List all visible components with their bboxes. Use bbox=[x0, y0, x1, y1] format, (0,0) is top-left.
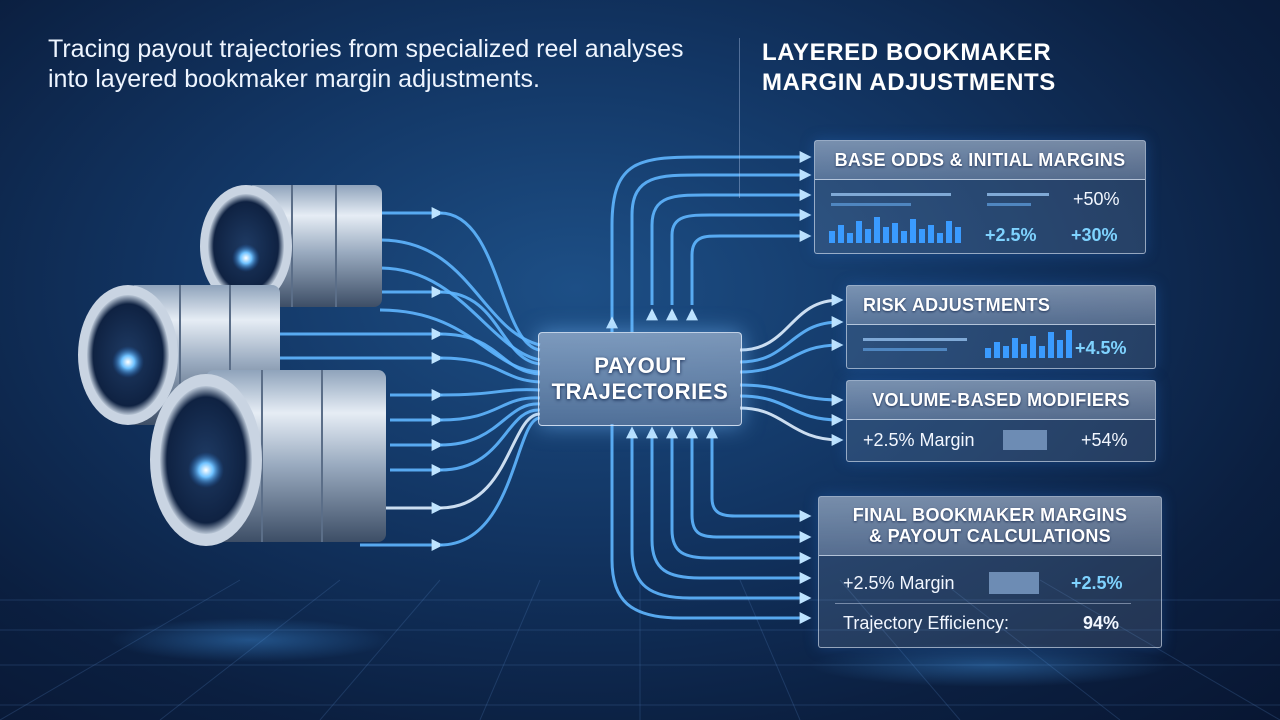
mini-bar-chart-icon bbox=[829, 217, 961, 243]
base-odds-value-right: +30% bbox=[1071, 225, 1118, 245]
placeholder-line bbox=[831, 193, 951, 196]
trajectory-efficiency-label: Trajectory Efficiency: bbox=[843, 613, 1010, 633]
placeholder-line bbox=[863, 348, 947, 351]
hub-label-line2: TRAJECTORIES bbox=[551, 379, 729, 404]
final-margins-title-line2: & PAYOUT CALCULATIONS bbox=[869, 526, 1111, 546]
floor-glow bbox=[110, 618, 390, 662]
output-flows bbox=[606, 151, 844, 624]
base-odds-title: BASE ODDS & INITIAL MARGINS bbox=[815, 141, 1145, 180]
volume-modifiers-value: +54% bbox=[1081, 430, 1128, 450]
mini-bar-chart-icon bbox=[985, 330, 1072, 358]
final-margin-value: +2.5% bbox=[1071, 573, 1123, 593]
reel-cylinder-icon bbox=[150, 370, 386, 546]
floor-glow bbox=[810, 643, 1170, 687]
panel-divider bbox=[835, 603, 1131, 604]
base-odds-panel: BASE ODDS & INITIAL MARGINS +50% +2.5% +… bbox=[814, 140, 1146, 254]
volume-modifiers-panel: VOLUME-BASED MODIFIERS +2.5% Margin +54% bbox=[846, 380, 1156, 462]
placeholder-line bbox=[987, 193, 1049, 196]
risk-adjustments-panel: RISK ADJUSTMENTS +4.5% bbox=[846, 285, 1156, 369]
margin-swatch bbox=[1003, 430, 1047, 450]
input-flows bbox=[280, 207, 541, 551]
right-section-title: LAYERED BOOKMAKER MARGIN ADJUSTMENTS bbox=[762, 39, 1056, 96]
final-margins-title-line1: FINAL BOOKMAKER MARGINS bbox=[852, 505, 1128, 525]
placeholder-line bbox=[987, 203, 1031, 206]
placeholder-line bbox=[863, 338, 967, 341]
final-margins-title: FINAL BOOKMAKER MARGINS & PAYOUT CALCULA… bbox=[819, 497, 1161, 556]
intro-text: Tracing payout trajectories from special… bbox=[48, 35, 684, 93]
final-margin-label: +2.5% Margin bbox=[843, 573, 955, 593]
risk-adjustments-value: +4.5% bbox=[1075, 338, 1127, 358]
reel-cylinder-icon bbox=[200, 185, 382, 307]
margin-swatch bbox=[989, 572, 1039, 594]
title-divider bbox=[739, 38, 740, 198]
final-margins-panel: FINAL BOOKMAKER MARGINS & PAYOUT CALCULA… bbox=[818, 496, 1162, 648]
base-odds-value-mid: +2.5% bbox=[985, 225, 1037, 245]
base-odds-value-top: +50% bbox=[1073, 189, 1120, 209]
placeholder-line bbox=[831, 203, 911, 206]
volume-margin-label: +2.5% Margin bbox=[863, 430, 975, 450]
volume-modifiers-title: VOLUME-BASED MODIFIERS bbox=[847, 381, 1155, 420]
trajectory-efficiency-value: 94% bbox=[1083, 613, 1120, 633]
hub-label-line1: PAYOUT bbox=[594, 353, 686, 378]
risk-adjustments-title: RISK ADJUSTMENTS bbox=[847, 286, 1155, 325]
payout-trajectories-hub: PAYOUT TRAJECTORIES bbox=[538, 332, 742, 426]
